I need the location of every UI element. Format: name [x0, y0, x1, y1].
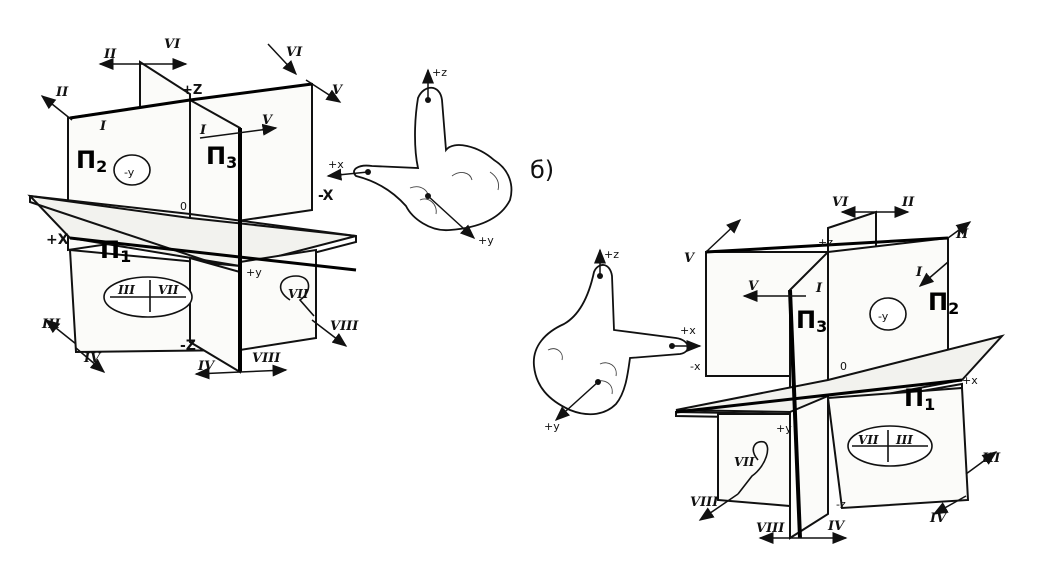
left-octant-viii-right: VIII — [330, 319, 359, 334]
left-top-edge-2 — [189, 82, 313, 102]
right-octant-i-arrow: I — [815, 281, 823, 296]
left-top-edge — [69, 98, 191, 120]
left-octant-viii-bottom: VIII — [252, 351, 281, 366]
left-hand-y-arrow — [427, 195, 476, 240]
right-hand-illustration: +z +x +y — [533, 248, 702, 433]
right-hand-x-label: +x — [680, 324, 696, 337]
right-octant-iv-right: IV — [929, 511, 948, 526]
right-octant-viii-bottom: VIII — [756, 521, 785, 536]
left-hole-label: -y — [124, 166, 135, 179]
right-axis-plus-x: +x — [962, 374, 978, 387]
right-axis-plus-y: +y — [776, 422, 792, 435]
right-inset-right-label: III — [895, 433, 913, 447]
right-z-axis-line — [788, 289, 802, 539]
left-plane-p2-label: П2 — [76, 146, 107, 176]
left-octant-vi-right: VI — [286, 45, 303, 60]
right-x-axis-line — [675, 378, 963, 414]
right-axis-plus-z: +z — [818, 236, 833, 249]
left-hand-y-label: +y — [478, 234, 494, 247]
left-octant-iii-left: III — [41, 317, 61, 332]
right-octant-viii-left: VIII — [690, 495, 719, 510]
right-arrow-viii-left — [698, 493, 739, 521]
right-hole-label: -y — [878, 310, 889, 323]
left-plane-p3-label: П3 — [206, 142, 237, 172]
left-axis-plus-z: +Z — [182, 83, 202, 98]
right-plane-p2-label: П2 — [928, 288, 959, 318]
left-hand-x-arrow — [326, 168, 369, 181]
left-plane-p1-label: П1 — [100, 236, 131, 266]
left-figure: -y III VII II VI VI V II I I V III IV IV… — [27, 37, 513, 380]
left-arrow-i-v — [199, 123, 278, 139]
right-octant-iii-right: III — [981, 451, 1001, 466]
left-arrow-viii-right — [311, 319, 348, 347]
right-octant-iv-bottom: IV — [827, 519, 846, 534]
right-octant-v-left: V — [684, 251, 696, 266]
right-plane-lower-left — [717, 413, 791, 508]
left-plane-p1 — [27, 194, 357, 268]
right-arrow-iv-right — [932, 495, 967, 515]
left-x-axis-line — [69, 236, 357, 272]
left-octant-ii-top: II — [103, 47, 117, 62]
right-octant-ii-top: II — [901, 195, 915, 210]
left-hand-shape — [353, 86, 513, 231]
left-plane-p3-lower — [189, 256, 241, 374]
left-octant-iv-bottom: IV — [197, 359, 216, 374]
left-axis-minus-z: -Z — [180, 338, 196, 354]
left-hand-z-label: +z — [432, 66, 447, 79]
right-inset-left-label: VII — [858, 433, 879, 447]
right-octant-ii-right: II — [955, 227, 969, 242]
right-arrow-vi-left — [705, 218, 742, 253]
left-arrow-vi-right — [267, 43, 298, 76]
left-octant-v-arrow: V — [262, 113, 274, 128]
right-octant-vi-top: VI — [832, 195, 849, 210]
right-hand-y-label: +y — [544, 420, 560, 433]
right-hand-z-label: +z — [604, 248, 619, 261]
left-inset-right-label: VII — [158, 283, 179, 297]
right-octant-v-arrow: V — [748, 279, 760, 294]
right-arrow-i-right — [918, 261, 949, 287]
right-hole-shape — [869, 297, 907, 331]
right-hook-curve — [737, 440, 769, 495]
left-origin-label: 0 — [180, 200, 187, 213]
right-axis-minus-x: -x — [690, 360, 701, 373]
right-plane-p1-label: П1 — [904, 384, 935, 414]
left-inset-left-label: III — [117, 283, 135, 297]
left-arrow-iii-left — [44, 319, 77, 345]
left-octant-iv-left: IV — [83, 351, 102, 366]
right-octant-vii-hook: VII — [734, 455, 755, 469]
left-axis-minus-x: -X — [318, 188, 334, 204]
left-arrow-iv-left — [75, 347, 106, 373]
left-arrow-iv-bottom — [194, 367, 241, 380]
right-arrow-iii-right — [965, 451, 998, 475]
right-hand-y-arrow — [554, 381, 599, 422]
right-hand-shape — [533, 264, 689, 416]
left-arrow-v-right — [305, 79, 342, 103]
right-axis-minus-z: -z — [836, 498, 846, 511]
left-axis-plus-y: +y — [246, 266, 262, 279]
left-plane-p1-edge — [29, 194, 357, 274]
left-axis-plus-x: +X — [46, 232, 69, 248]
left-octant-v-right: V — [332, 83, 344, 98]
right-top-edge — [705, 236, 949, 254]
figure-b-marker: б) — [530, 156, 554, 184]
left-octant-i-arrow: I — [199, 123, 207, 138]
right-octant-i-right: I — [915, 265, 923, 280]
left-hand-illustration: +z +x +y — [326, 66, 513, 247]
left-octant-ii-left: II — [55, 85, 69, 100]
left-hand-x-label: +x — [328, 158, 344, 171]
left-hand-knuckles — [409, 171, 499, 215]
right-origin-label: 0 — [840, 360, 847, 373]
right-figure: -y VII III VI II II V V I I III IV IV VI… — [533, 195, 1005, 544]
right-arrow-ii-right — [947, 221, 972, 239]
left-arrow-viii-bottom — [239, 364, 288, 377]
left-octant-vii-hook: VII — [288, 287, 309, 301]
left-arrow-ii-left — [40, 95, 73, 121]
left-octant-vi-top: VI — [164, 37, 181, 52]
left-hook-curve — [279, 275, 315, 317]
left-octant-i-p2: I — [99, 119, 107, 134]
right-plane-p3-label: П3 — [796, 306, 827, 336]
left-hole-shape — [113, 154, 151, 186]
